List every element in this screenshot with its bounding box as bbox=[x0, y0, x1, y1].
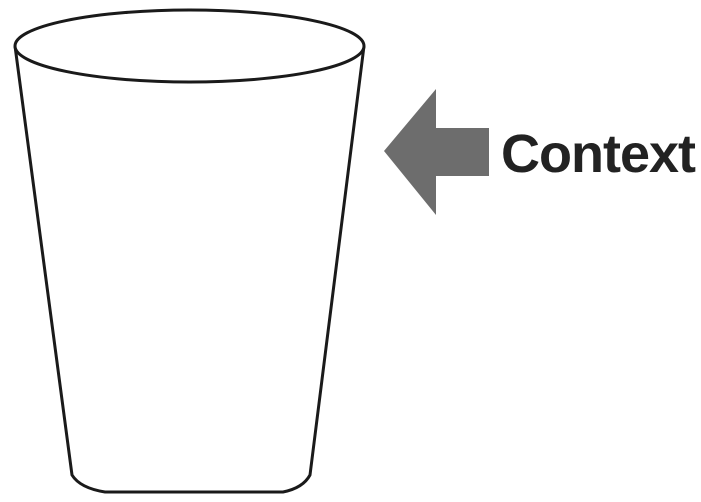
cup-icon bbox=[15, 10, 364, 492]
cup-rim bbox=[15, 10, 364, 82]
context-label: Context bbox=[501, 124, 696, 184]
arrow-left-icon bbox=[384, 89, 489, 215]
cup-body bbox=[15, 46, 364, 492]
